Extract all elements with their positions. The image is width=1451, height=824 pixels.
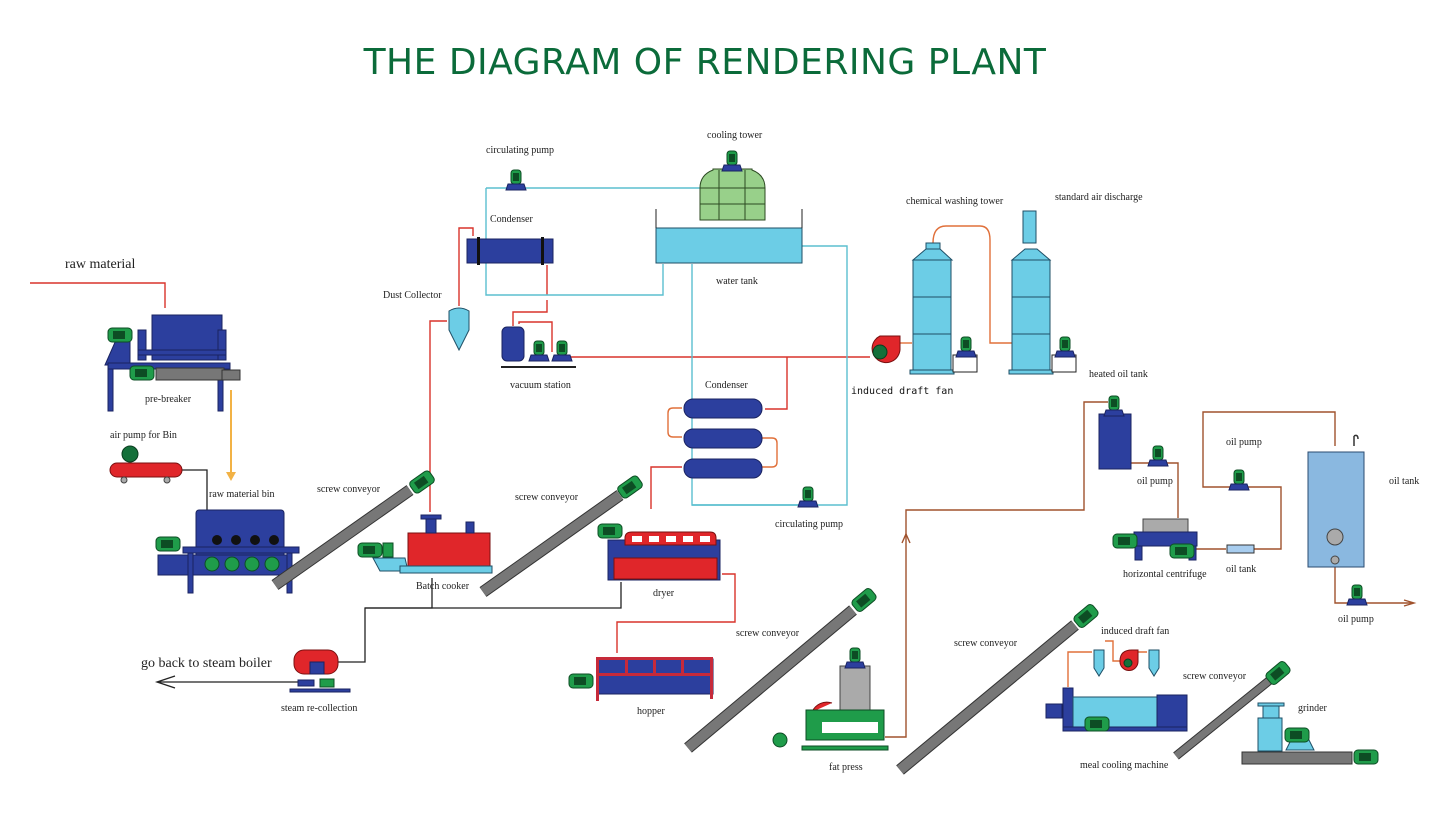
label-grinder: grinder — [1298, 703, 1328, 714]
label-circulating-pump-top: circulating pump — [486, 145, 554, 156]
label-induced-draft-fan-top: induced draft fan — [851, 386, 953, 397]
oil-pump-3 — [1346, 584, 1368, 606]
label-oil-pump-3: oil pump — [1338, 614, 1374, 625]
vacuum-line — [512, 265, 548, 326]
label-circulating-pump-mid: circulating pump — [775, 519, 843, 530]
hopper — [568, 657, 714, 701]
dust-collector — [448, 307, 470, 352]
steam-recollection-tank — [289, 649, 351, 693]
condenser-top — [466, 237, 554, 265]
label-go-back-to-steam-boiler: go back to steam boiler — [141, 656, 272, 671]
exhaust-line-condenser — [765, 357, 788, 410]
label-condenser-top: Condenser — [490, 214, 533, 225]
oil-pump-1 — [1147, 445, 1169, 467]
air-pump-for-bin — [109, 445, 183, 484]
arrow-up-icon — [901, 532, 911, 544]
pre-breaker — [104, 314, 241, 412]
screw-conveyor-2 — [479, 473, 645, 597]
meal-cooling-machine — [1045, 649, 1188, 732]
vacuum-line-2 — [518, 321, 553, 352]
oil-line-out — [1334, 560, 1412, 604]
fat-press — [772, 647, 889, 751]
arrow-left-icon — [154, 675, 176, 689]
label-oil-pump-1: oil pump — [1137, 476, 1173, 487]
steam-dryer-line — [365, 582, 622, 609]
water-tank — [655, 209, 803, 264]
steam-line-dust-condenser — [458, 227, 474, 306]
oil-tank-small — [1226, 544, 1255, 554]
vacuum-station — [501, 326, 576, 368]
label-water-tank: water tank — [716, 276, 758, 287]
label-standard-air-discharge: standard air discharge — [1055, 192, 1143, 203]
oil-tank-large — [1307, 434, 1365, 568]
condenser-link-1 — [667, 407, 682, 438]
tower-link-line — [932, 225, 1012, 344]
steam-line-cooker-dust — [429, 320, 447, 512]
label-steam-recollection: steam re-collection — [281, 703, 357, 714]
raw-material-line — [30, 282, 166, 308]
oil-line-tank — [1195, 411, 1336, 550]
label-screw-conveyor-3: screw conveyor — [736, 628, 800, 639]
label-screw-conveyor-4: screw conveyor — [954, 638, 1018, 649]
grinder — [1241, 702, 1379, 765]
label-fat-press: fat press — [829, 762, 863, 773]
standard-air-discharge-tower — [1008, 210, 1077, 375]
condenser-link-2 — [762, 437, 778, 468]
label-oil-tank-large: oil tank — [1389, 476, 1419, 487]
oil-line-centrifuge — [1131, 462, 1179, 518]
batch-cooker — [357, 514, 493, 574]
label-hopper: hopper — [637, 706, 665, 717]
diagram-title: THE DIAGRAM OF RENDERING PLANT — [363, 42, 1047, 83]
oil-line-press — [885, 401, 1108, 738]
dryer — [597, 523, 721, 581]
screw-conveyor-4 — [896, 602, 1101, 775]
label-raw-material: raw material — [65, 257, 135, 272]
label-horizontal-centrifuge: horizontal centrifuge — [1123, 569, 1207, 580]
label-screw-conveyor-1: screw conveyor — [317, 484, 381, 495]
cooler-air-line — [1067, 640, 1147, 687]
arrow-head-icon — [226, 472, 236, 481]
label-screw-conveyor-2: screw conveyor — [515, 492, 579, 503]
label-screw-conveyor-5: screw conveyor — [1183, 671, 1247, 682]
induced-draft-fan-top — [871, 335, 901, 364]
label-raw-material-bin: raw material bin — [209, 489, 275, 500]
label-induced-draft-fan-bottom: induced draft fan — [1101, 626, 1169, 637]
chemical-washing-tower — [909, 242, 978, 375]
screw-conveyor-3 — [684, 586, 879, 753]
label-chemical-washing-tower: chemical washing tower — [906, 196, 1004, 207]
heated-oil-tank — [1098, 395, 1132, 470]
screw-conveyor-1 — [271, 468, 437, 590]
label-dryer: dryer — [653, 588, 675, 599]
label-batch-cooker: Batch cooker — [416, 581, 470, 592]
dryer-vapor-line — [650, 466, 682, 509]
label-cooling-tower: cooling tower — [707, 130, 763, 141]
label-oil-tank-small: oil tank — [1226, 564, 1256, 575]
dryer-hopper-line — [616, 573, 736, 653]
screw-conveyor-5 — [1173, 659, 1293, 760]
label-heated-oil-tank: heated oil tank — [1089, 369, 1148, 380]
label-dust-collector: Dust Collector — [383, 290, 442, 301]
cooling-tower — [699, 150, 766, 221]
horizontal-centrifuge — [1112, 518, 1198, 561]
circulating-pump-top — [505, 169, 527, 191]
label-pre-breaker: pre-breaker — [145, 394, 192, 405]
label-air-pump-for-bin: air pump for Bin — [110, 430, 177, 441]
label-vacuum-station: vacuum station — [510, 380, 571, 391]
water-loop-mid — [691, 245, 848, 506]
circulating-pump-mid — [797, 486, 819, 508]
air-line — [182, 469, 208, 510]
condenser-stack — [683, 398, 763, 479]
label-oil-pump-2: oil pump — [1226, 437, 1262, 448]
arrow-right-icon — [1403, 599, 1417, 607]
label-meal-cooling-machine: meal cooling machine — [1080, 760, 1169, 771]
label-condenser-mid: Condenser — [705, 380, 748, 391]
oil-pump-2 — [1228, 469, 1250, 491]
